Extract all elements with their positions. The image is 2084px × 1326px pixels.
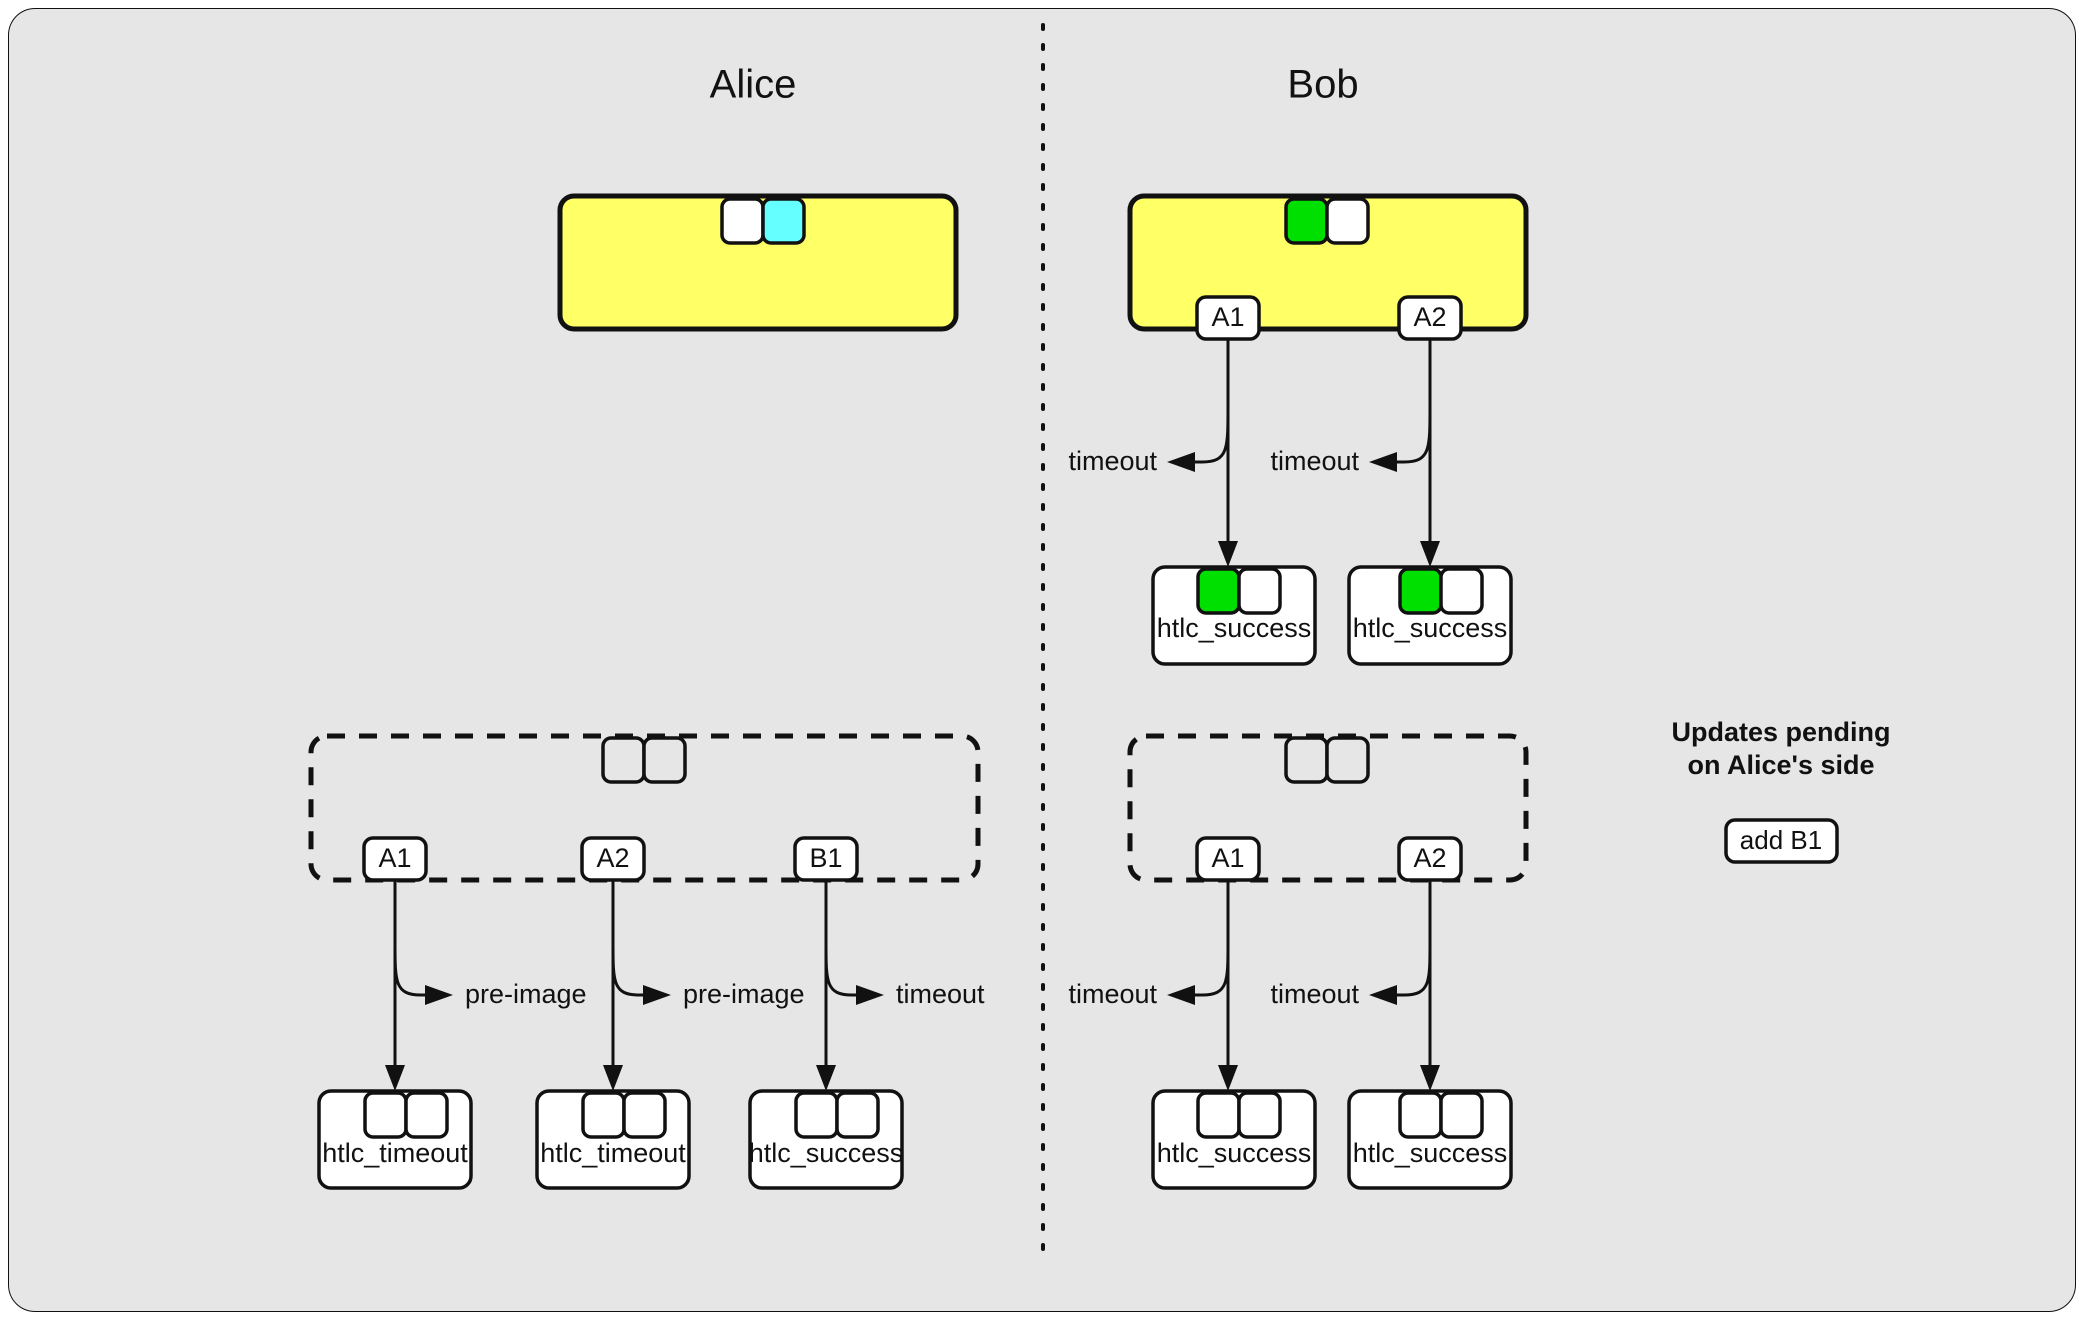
bob-upper-branch-a2: timeout htlc_success (1270, 339, 1513, 666)
party-title-bob: Bob (1287, 63, 1358, 107)
alice-pending-output-a1-label: A1 (378, 843, 411, 873)
bob-lower-htlc-success-2-cell-b[interactable] (1439, 1091, 1484, 1139)
alice-lower-a1-preimage-branch (393, 942, 433, 997)
alice-lower-a2-arrowhead (603, 1065, 623, 1091)
bob-lower-a2-timeout-label: timeout (1270, 979, 1359, 1009)
alice-commit-cell-to-local[interactable] (720, 197, 765, 245)
bob-lower-branch-a2: timeout htlc_success (1270, 880, 1513, 1190)
bob-lower-htlc-success-1-cell-a[interactable] (1196, 1091, 1241, 1139)
alice-lower-a2-preimage-arrowhead (643, 985, 671, 1005)
bob-pending-output-a2-label: A2 (1413, 843, 1446, 873)
bob-upper-htlc-success-2-cell-a[interactable] (1398, 567, 1443, 615)
alice-lower-a2-preimage-label: pre-image (683, 979, 805, 1009)
alice-lower-a1-preimage-label: pre-image (465, 979, 587, 1009)
bob-lower-a2-arrowhead (1420, 1065, 1440, 1091)
alice-lower-htlc-success-1-label: htlc_success (749, 1138, 904, 1168)
bob-lower-branch-a1: timeout htlc_success (1068, 880, 1317, 1190)
alice-pending-commitment[interactable] (308, 733, 981, 883)
alice-lower-htlc-timeout-1-cell-a[interactable] (363, 1091, 408, 1139)
bob-lower-htlc-success-2-cell-a[interactable] (1398, 1091, 1443, 1139)
alice-lower-a1-preimage-arrowhead (425, 985, 453, 1005)
updates-pending-panel: Updates pending on Alice's side add B1 (1671, 717, 1891, 864)
bob-upper-a2-timeout-arrowhead (1369, 452, 1397, 472)
bob-pending-cell-to-remote[interactable] (1325, 736, 1370, 784)
bob-upper-a1-timeout-arrowhead (1167, 452, 1195, 472)
bob-pending-group[interactable]: A1 A2 (1127, 733, 1529, 883)
alice-lower-branch-a1: pre-image htlc_timeout (317, 880, 587, 1190)
bob-commit-output-a2-label: A2 (1413, 302, 1446, 332)
bob-upper-a2-timeout-branch (1389, 406, 1432, 464)
bob-commitment-group[interactable]: A1 A2 (1127, 193, 1529, 341)
bob-commit-output-a1-label: A1 (1211, 302, 1244, 332)
bob-upper-htlc-success-1-label: htlc_success (1157, 613, 1312, 643)
alice-lower-b1-timeout-label: timeout (896, 979, 985, 1009)
alice-lower-a2-preimage-branch (611, 942, 651, 997)
alice-lower-htlc-success-1-cell-b[interactable] (835, 1091, 880, 1139)
alice-lower-htlc-timeout-2-cell-b[interactable] (622, 1091, 667, 1139)
alice-commit-cell-to-remote[interactable] (761, 197, 806, 245)
bob-commit-cell-to-local[interactable] (1284, 197, 1329, 245)
update-pill-add-b1-label: add B1 (1740, 825, 1822, 855)
bob-upper-a1-timeout-branch (1187, 406, 1230, 464)
alice-lower-htlc-timeout-1-cell-b[interactable] (404, 1091, 449, 1139)
bob-upper-branch-a1: timeout htlc_success (1068, 339, 1317, 666)
bob-upper-a1-timeout-label: timeout (1068, 446, 1157, 476)
alice-pending-output-a2-label: A2 (596, 843, 629, 873)
alice-lower-htlc-success-1-cell-a[interactable] (794, 1091, 839, 1139)
bob-upper-htlc-success-1-cell-a[interactable] (1196, 567, 1241, 615)
alice-lower-b1-arrowhead (816, 1065, 836, 1091)
bob-lower-a2-timeout-arrowhead (1369, 985, 1397, 1005)
bob-upper-a2-arrowhead (1420, 541, 1440, 567)
bob-lower-htlc-success-1-cell-b[interactable] (1237, 1091, 1282, 1139)
diagram-canvas: Alice Bob A1 A2 t (9, 9, 2075, 1311)
bob-pending-cell-to-local[interactable] (1284, 736, 1329, 784)
alice-lower-b1-timeout-arrowhead (856, 985, 884, 1005)
bob-commit-cell-to-remote[interactable] (1325, 197, 1370, 245)
alice-lower-branch-b1: timeout htlc_success (748, 880, 985, 1190)
bob-lower-a1-arrowhead (1218, 1065, 1238, 1091)
alice-pending-output-b1-label: B1 (809, 843, 842, 873)
bob-pending-commitment[interactable] (1127, 733, 1529, 883)
alice-commitment-group[interactable] (557, 193, 959, 332)
updates-pending-title-line1: Updates pending (1671, 717, 1890, 747)
bob-upper-htlc-success-2-label: htlc_success (1353, 613, 1508, 643)
bob-upper-htlc-success-2-cell-b[interactable] (1439, 567, 1484, 615)
alice-lower-a1-arrowhead (385, 1065, 405, 1091)
bob-lower-htlc-success-2-label: htlc_success (1353, 1138, 1508, 1168)
alice-lower-b1-timeout-branch (824, 942, 864, 997)
alice-commitment-tx[interactable] (557, 193, 959, 332)
alice-lower-htlc-timeout-1-label: htlc_timeout (322, 1138, 468, 1168)
bob-pending-output-a1-label: A1 (1211, 843, 1244, 873)
alice-lower-htlc-timeout-2-label: htlc_timeout (540, 1138, 686, 1168)
commitment-state-diagram: Alice Bob A1 A2 t (308, 23, 1891, 1253)
updates-pending-title-line2: on Alice's side (1688, 750, 1875, 780)
alice-pending-group[interactable]: A1 A2 B1 (308, 733, 981, 883)
bob-lower-a2-timeout-branch (1389, 942, 1432, 997)
bob-lower-a1-timeout-label: timeout (1068, 979, 1157, 1009)
bob-lower-htlc-success-1-label: htlc_success (1157, 1138, 1312, 1168)
alice-lower-htlc-timeout-2-cell-a[interactable] (581, 1091, 626, 1139)
alice-lower-branch-a2: pre-image htlc_timeout (535, 880, 805, 1190)
update-pill-add-b1[interactable] (1724, 818, 1839, 864)
bob-lower-a1-timeout-branch (1187, 942, 1230, 997)
bob-lower-a1-timeout-arrowhead (1167, 985, 1195, 1005)
bob-upper-a1-arrowhead (1218, 541, 1238, 567)
bob-upper-htlc-success-1-cell-b[interactable] (1237, 567, 1282, 615)
bob-upper-a2-timeout-label: timeout (1270, 446, 1359, 476)
alice-pending-cell-to-local[interactable] (601, 736, 646, 784)
alice-pending-cell-to-remote[interactable] (642, 736, 687, 784)
party-title-alice: Alice (710, 63, 797, 107)
